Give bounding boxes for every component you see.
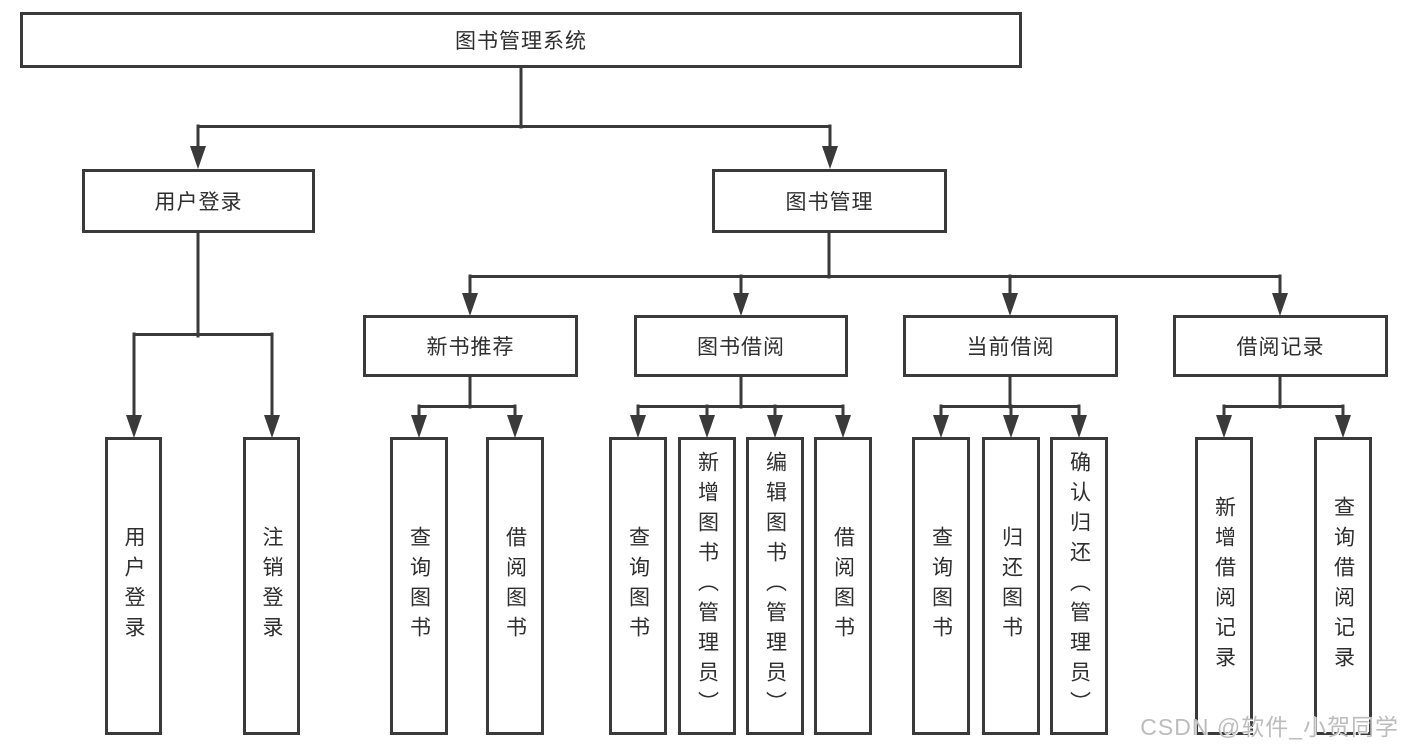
arrow-down-icon xyxy=(1272,293,1288,316)
arrow-down-icon xyxy=(1071,415,1087,438)
leaf-recommend-borrow-books: 借阅图书 xyxy=(486,437,544,735)
arrow-down-icon xyxy=(835,415,851,438)
leaf-current-confirm-return-admin: 确认归还（管理员） xyxy=(1050,437,1108,735)
leaf-borrow-borrow-books: 借阅图书 xyxy=(814,437,872,735)
node-new-book-recommend: 新书推荐 xyxy=(363,315,578,377)
node-user-login: 用户登录 xyxy=(82,169,315,233)
arrow-down-icon xyxy=(190,146,206,169)
leaf-records-query-borrow-record: 查询借阅记录 xyxy=(1314,437,1372,735)
arrow-down-icon xyxy=(767,415,783,438)
leaf-current-query-books: 查询图书 xyxy=(912,437,970,735)
arrow-down-icon xyxy=(126,415,142,438)
csdn-watermark: CSDN @软件_小贺同学 xyxy=(1140,714,1399,740)
arrow-down-icon xyxy=(733,293,749,316)
node-book-borrow: 图书借阅 xyxy=(634,315,848,377)
leaf-current-return-books: 归还图书 xyxy=(982,437,1040,735)
node-borrow-records: 借阅记录 xyxy=(1173,315,1388,377)
arrow-down-icon xyxy=(1002,293,1018,316)
arrow-down-icon xyxy=(933,415,949,438)
leaf-borrow-query-books: 查询图书 xyxy=(609,437,667,735)
node-current-borrow: 当前借阅 xyxy=(903,315,1118,377)
node-root: 图书管理系统 xyxy=(20,12,1022,68)
arrow-down-icon xyxy=(699,415,715,438)
arrow-down-icon xyxy=(630,415,646,438)
leaf-borrow-add-books-admin: 新增图书（管理员） xyxy=(678,437,736,735)
arrow-down-icon xyxy=(1003,415,1019,438)
node-book-management: 图书管理 xyxy=(712,169,947,233)
connector-shafts xyxy=(132,66,1345,419)
arrow-down-icon xyxy=(507,415,523,438)
arrow-down-icon xyxy=(264,415,280,438)
leaf-logout: 注销登录 xyxy=(243,437,300,735)
arrowhead-icons xyxy=(126,146,1351,438)
leaf-user-login: 用户登录 xyxy=(105,437,162,735)
arrow-down-icon xyxy=(1335,415,1351,438)
arrow-down-icon xyxy=(1216,415,1232,438)
leaf-borrow-edit-books-admin: 编辑图书（管理员） xyxy=(746,437,804,735)
leaf-recommend-query-books: 查询图书 xyxy=(390,437,448,735)
arrow-down-icon xyxy=(822,146,838,169)
arrow-down-icon xyxy=(411,415,427,438)
arrow-down-icon xyxy=(462,293,478,316)
leaf-records-add-borrow-record: 新增借阅记录 xyxy=(1195,437,1253,735)
